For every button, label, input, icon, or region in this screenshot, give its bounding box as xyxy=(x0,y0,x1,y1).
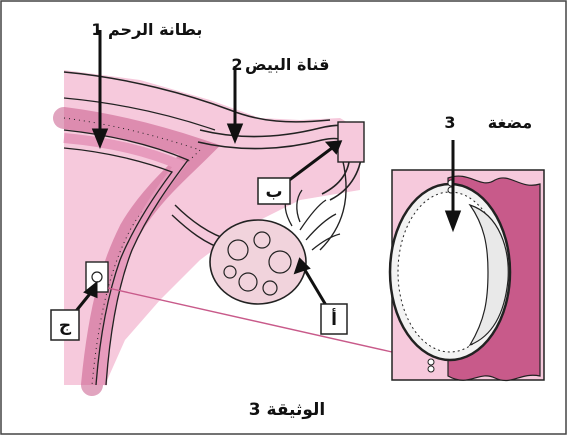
oviduct-label: قناة البيض xyxy=(245,55,329,74)
label-b-text: ب xyxy=(265,182,282,202)
embryo-panel xyxy=(390,170,544,381)
embryo-number: 3 xyxy=(444,113,455,132)
endometrium-label: بطانة الرحم xyxy=(108,20,202,39)
embryo-label: مضغة xyxy=(488,113,532,132)
figure-caption: الوثيقة 3 xyxy=(249,400,326,420)
endometrium-number: 1 xyxy=(91,20,102,39)
label-j-text: ج xyxy=(59,316,72,336)
oviduct-marker xyxy=(338,122,364,162)
label-a-text: أ xyxy=(331,308,337,330)
oviduct-number: 2 xyxy=(231,55,242,74)
